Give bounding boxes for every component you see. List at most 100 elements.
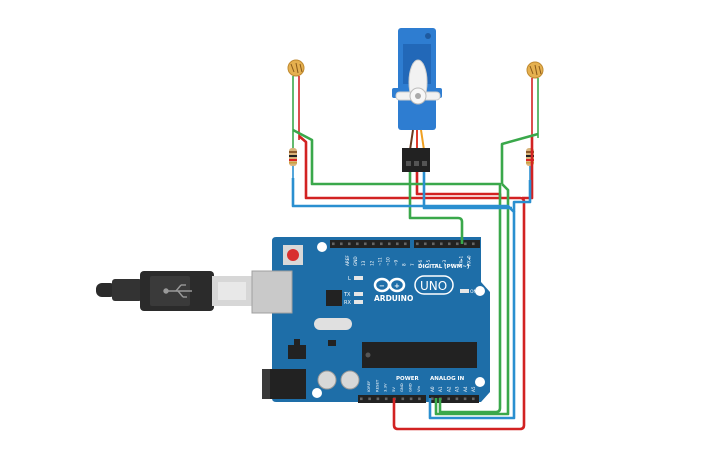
pin-socket[interactable] [472, 242, 475, 246]
pin-label: 5V [391, 387, 396, 392]
reset-button[interactable] [283, 245, 303, 265]
wire-red-left [298, 135, 526, 431]
analog-header [429, 395, 479, 403]
pin-socket[interactable] [463, 397, 467, 401]
analog-header-label: ANALOG IN [430, 376, 465, 382]
servo-motor[interactable] [392, 28, 442, 172]
pin-socket[interactable] [372, 242, 375, 246]
power-header-label: POWER [396, 376, 420, 382]
pin-socket[interactable] [380, 242, 383, 246]
pin-socket[interactable] [376, 397, 380, 401]
voltage-regulator [288, 339, 306, 359]
power-jack [262, 369, 306, 399]
pin-socket[interactable] [384, 397, 388, 401]
pin-socket[interactable] [401, 397, 405, 401]
capacitor [317, 370, 337, 390]
model-label: UNO [420, 279, 447, 293]
pin-label: A3 [455, 386, 460, 392]
pin-socket[interactable] [431, 397, 434, 401]
brand-label: ARDUINO [374, 294, 413, 303]
pin-socket[interactable] [368, 397, 371, 401]
wire-green-left [292, 128, 502, 414]
pin-socket[interactable] [447, 397, 450, 401]
power-header [358, 395, 426, 403]
on-label: ON [470, 289, 477, 295]
pin-socket[interactable] [404, 242, 407, 246]
pin-label: A1 [438, 386, 443, 392]
pin-socket[interactable] [409, 397, 413, 401]
led-rx-label: RX [344, 300, 351, 306]
pin-socket[interactable] [432, 242, 435, 246]
crystal [314, 318, 352, 330]
pin-socket[interactable] [364, 242, 367, 246]
pin-label: A0 [430, 386, 435, 392]
pin-socket[interactable] [472, 397, 475, 401]
wire-green-servo [408, 172, 464, 244]
pin-label: 2 [450, 263, 455, 266]
pin-socket[interactable] [440, 242, 443, 246]
usb-cable [96, 271, 252, 311]
pin-socket[interactable] [424, 242, 427, 246]
pin-label: Vin [416, 385, 421, 392]
status-leds [354, 276, 469, 304]
pin-socket[interactable] [340, 242, 343, 246]
wire-blue-right [512, 180, 532, 212]
pin-label: 8 [402, 263, 407, 266]
pin-label: ~10 [386, 257, 391, 266]
pin-socket[interactable] [332, 242, 335, 246]
digital-header-label: DIGITAL (PWM~) [418, 264, 470, 270]
servo-horn[interactable] [395, 59, 441, 105]
pin-label: ~6 [418, 259, 423, 266]
microcontroller-chip [362, 342, 477, 368]
pin-label: A5 [471, 386, 476, 392]
wires [291, 76, 539, 431]
usb-port [251, 270, 293, 314]
pin-label: TX▸1 [458, 255, 463, 267]
pin-label: A2 [446, 386, 451, 392]
pin-socket[interactable] [416, 242, 419, 246]
servo-connector [402, 148, 430, 172]
photoresistor-right[interactable] [526, 61, 544, 79]
pin-socket[interactable] [418, 397, 421, 401]
model-badge [414, 275, 454, 295]
pin-socket[interactable] [448, 242, 451, 246]
pin-label: 13 [361, 260, 366, 266]
pin-socket[interactable] [388, 242, 391, 246]
pin-label: 12 [369, 260, 374, 266]
pin-label: ~11 [377, 257, 382, 266]
pin-label: GND [399, 383, 404, 392]
pin-socket[interactable] [455, 397, 459, 401]
usb-chip [326, 290, 342, 306]
pin-label: ~9 [394, 259, 399, 266]
pin-label: ~3 [442, 259, 447, 266]
pin-socket[interactable] [356, 242, 359, 246]
pin-socket[interactable] [396, 242, 399, 246]
pin-socket[interactable] [456, 242, 459, 246]
pin-socket[interactable] [360, 397, 363, 401]
arduino-logo [373, 277, 406, 293]
digital-header [330, 240, 480, 248]
usb-icon [163, 284, 192, 298]
led-tx-label: TX [343, 292, 351, 298]
resistor-left[interactable] [289, 148, 297, 166]
pin-label: GND [408, 383, 413, 392]
pin-label: 7 [410, 263, 415, 266]
pin-socket[interactable] [348, 242, 351, 246]
pin-label: AREF [345, 255, 350, 266]
pin-label: GND [353, 256, 358, 266]
pin-socket[interactable] [464, 242, 467, 246]
pin-label: RESET [374, 379, 379, 392]
photoresistor-left[interactable] [287, 59, 305, 77]
pin-label: 4 [434, 263, 439, 266]
pin-label: 3.3V [383, 383, 388, 392]
pin-label: IOREF [366, 381, 371, 392]
wire-blue-servo [422, 172, 512, 210]
wire-red-right [522, 136, 534, 200]
led-l-label: L [348, 276, 351, 282]
wire-green-right [500, 132, 539, 184]
